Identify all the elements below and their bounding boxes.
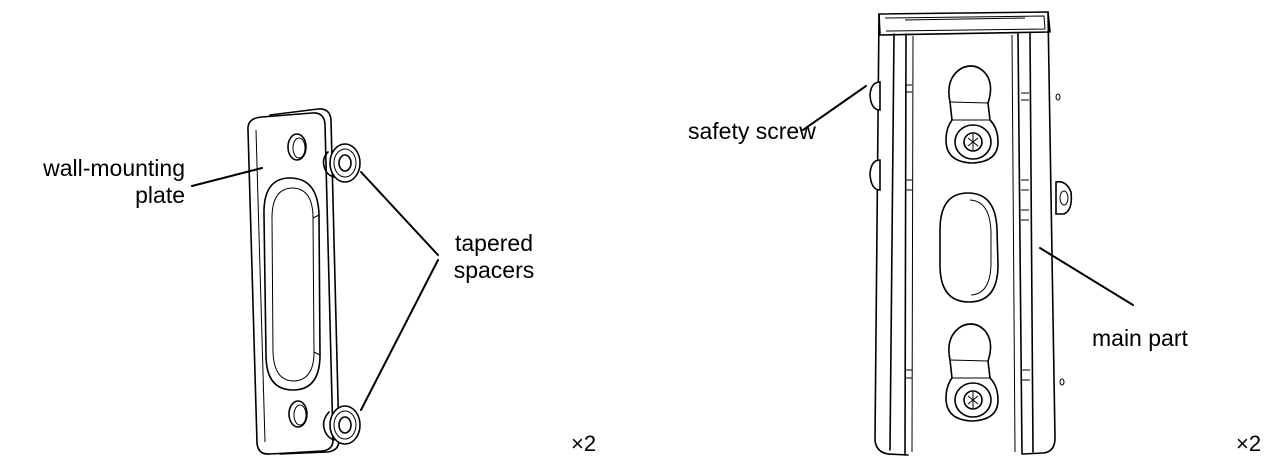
leader-main-part (1039, 247, 1134, 306)
quantity-plate-assembly: ×2 (571, 431, 597, 456)
label-tapered-spacers-line1: tapered (454, 230, 533, 256)
label-safety-screw: safety screw (688, 118, 816, 144)
tapered-spacer-top (322, 143, 361, 183)
label-wall-mounting-plate-line1: wall-mounting (43, 155, 185, 181)
leader-tapered-spacer-bottom (360, 259, 439, 411)
safety-screw (869, 81, 1073, 215)
label-main-part: main part (1092, 325, 1188, 351)
label-wall-mounting-plate-line2: plate (135, 182, 185, 208)
label-tapered-spacers: tapered spacers (428, 230, 560, 284)
leader-tapered-spacer-top (360, 171, 439, 256)
leader-wall-mounting-plate (191, 167, 263, 187)
leader-safety-screw (802, 85, 867, 131)
keyhole-top (945, 65, 999, 164)
wall-mounting-plate-drawing (247, 108, 361, 455)
center-slot (939, 192, 999, 303)
label-wall-mounting-plate: wall-mounting plate (7, 155, 185, 209)
main-part-drawing (869, 11, 1073, 456)
label-tapered-spacers-line2: spacers (453, 257, 535, 283)
tapered-spacer-bottom (322, 405, 361, 445)
keyhole-bottom (945, 323, 999, 422)
quantity-main-part-assembly: ×2 (1236, 431, 1262, 456)
